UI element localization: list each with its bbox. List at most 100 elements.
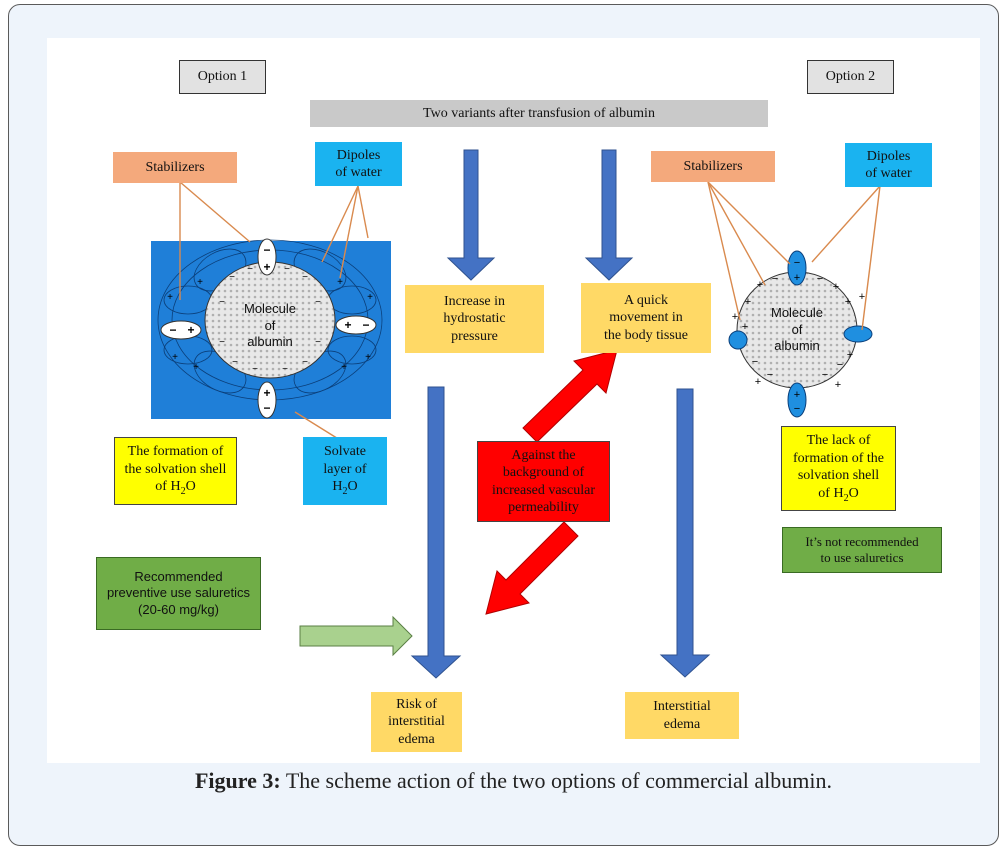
molecule-right-line1: Molecule [770, 304, 824, 320]
hydrostatic-line1: Increase in [443, 293, 506, 309]
lack-line3: solvation shell [797, 468, 880, 484]
lack-line2: formation of the [793, 450, 884, 466]
against-line1: Against the [511, 447, 576, 463]
connector-lines [179, 181, 881, 441]
svg-text:+: + [337, 277, 343, 288]
lack-o: O [848, 485, 859, 501]
hydrostatic-pressure: Increase in hydrostatic pressure [405, 285, 544, 353]
red-arrows [485, 349, 618, 615]
svg-text:+: + [344, 318, 351, 332]
svg-text:−: − [772, 273, 778, 285]
svg-text:+: + [847, 349, 853, 361]
svg-text:+: + [367, 292, 373, 303]
svg-text:−: − [169, 323, 176, 337]
svg-text:−: − [794, 257, 800, 269]
formation-sub: 2 [180, 486, 186, 498]
dipoles-line2: of water [335, 165, 382, 180]
hydrostatic-line3: pressure [451, 328, 498, 344]
interstitial-line1: Interstitial [653, 699, 711, 714]
interstitial-edema: Interstitial edema [625, 692, 739, 739]
recommended-saluretics: Recommended preventive use saluretics (2… [96, 557, 261, 630]
svg-text:−: − [229, 272, 235, 283]
option-1-label: Option 1 [179, 60, 266, 94]
lack-line4: of H2O [818, 485, 858, 505]
svg-text:+: + [193, 362, 199, 373]
solvate-layer: Solvate layer of H2O [303, 437, 387, 505]
svg-text:−: − [752, 356, 758, 368]
white-dipoles [160, 238, 377, 419]
svg-text:+: + [833, 281, 839, 293]
not-recommended-line2: to use saluretics [820, 550, 904, 565]
svg-text:+: + [755, 376, 761, 388]
svg-text:−: − [219, 297, 225, 308]
svg-text:+: + [732, 311, 738, 323]
molecule-label-left: Molecule of albumin [212, 298, 328, 354]
title-bar: Two variants after transfusion of albumi… [310, 100, 768, 127]
formation-line2: the solvation shell [124, 461, 227, 477]
svg-text:+: + [794, 389, 800, 401]
svg-text:+: + [745, 296, 751, 308]
quick-movement: A quick movement in the body tissue [581, 283, 711, 353]
formation-line1: The formation of [127, 444, 224, 460]
recommended-line2: preventive use saluretics [106, 585, 251, 601]
quick-line1: A quick [624, 292, 668, 308]
svg-text:−: − [817, 273, 823, 285]
lack-sub: 2 [843, 492, 849, 504]
green-arrow [299, 615, 413, 657]
svg-text:−: − [232, 357, 238, 368]
not-recommended-saluretics: It’s not recommended to use saluretics [782, 527, 942, 573]
dipoles-line1: Dipoles [336, 147, 381, 163]
svg-text:−: − [837, 359, 843, 371]
against-line3: increased vascular [492, 482, 595, 498]
svg-text:+: + [859, 291, 865, 303]
svg-text:+: + [365, 352, 371, 363]
not-recommended-line1: It’s not recommended [805, 533, 919, 549]
lack-line1: The lack of [806, 433, 871, 449]
svg-text:+: + [172, 352, 178, 363]
risk-interstitial-edema: Risk of interstitial edema [371, 692, 462, 752]
molecule-line1: Molecule [243, 300, 297, 316]
molecule-line3: albumin [247, 334, 293, 350]
recommended-line3: (20-60 mg/kg) [138, 601, 219, 617]
svg-text:−: − [282, 364, 288, 375]
risk-line1: Risk of [396, 696, 437, 712]
against-line2: background of [502, 465, 585, 480]
charge-marks-right: −++− +−−+ ++++ −−−− ++++ [732, 257, 865, 415]
svg-text:−: − [302, 272, 308, 283]
solvate-o: O [347, 479, 358, 495]
lack-of-formation: The lack of formation of the solvation s… [781, 426, 896, 511]
svg-text:−: − [315, 297, 321, 308]
figure-caption: Figure 3: The scheme action of the two o… [47, 768, 980, 794]
dipoles-right-line1: Dipoles [866, 148, 911, 164]
svg-text:+: + [197, 277, 203, 288]
quick-line3: the body tissue [604, 327, 688, 343]
svg-text:−: − [263, 401, 270, 415]
svg-text:+: + [263, 386, 270, 400]
svg-text:+: + [263, 260, 270, 274]
option-2-label: Option 2 [807, 60, 894, 94]
molecule-label-right: Molecule of albumin [740, 302, 854, 358]
against-line4: permeability [508, 500, 579, 515]
blue-arrows [410, 149, 711, 679]
formation-solvation-shell: The formation of the solvation shell of … [114, 437, 237, 505]
formation-o: O [185, 479, 196, 495]
solvate-sub: 2 [342, 486, 348, 498]
svg-text:−: − [302, 357, 308, 368]
formation-line3: of H2O [155, 478, 195, 498]
recommended-line1: Recommended [134, 569, 223, 585]
solvate-line1: Solvate [324, 444, 366, 460]
hydrostatic-line2: hydrostatic [443, 311, 506, 327]
svg-text:+: + [794, 272, 800, 284]
stabilizers-label-right: Stabilizers [651, 151, 775, 182]
solvate-line3: H2O [332, 478, 357, 498]
svg-text:+: + [187, 323, 194, 337]
molecule-right-line3: albumin [774, 338, 820, 354]
caption-text: The scheme action of the two options of … [280, 768, 833, 793]
risk-line2: interstitial [388, 714, 445, 730]
lack-h: of H [818, 485, 844, 501]
vascular-permeability: Against the background of increased vasc… [477, 441, 610, 522]
dipoles-of-water-left: Dipoles of water [315, 142, 402, 186]
svg-text:−: − [362, 318, 369, 332]
svg-text:−: − [247, 264, 253, 275]
svg-text:−: − [219, 337, 225, 348]
